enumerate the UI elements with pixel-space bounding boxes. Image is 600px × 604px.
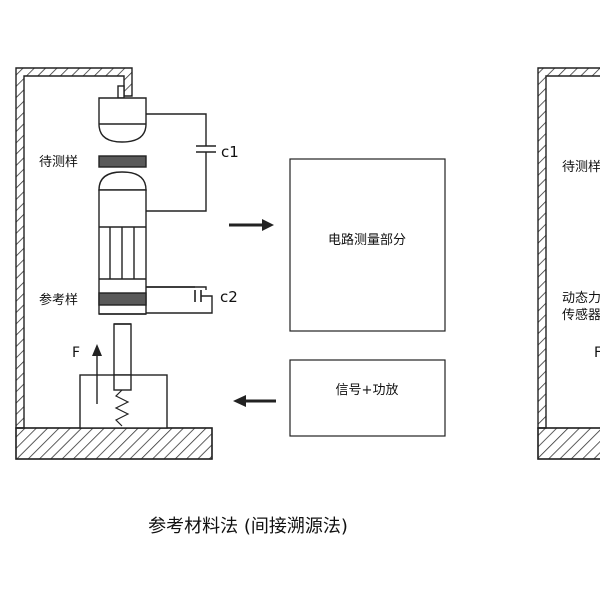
left-apparatus xyxy=(15,67,216,460)
label-c1: c1 xyxy=(221,143,239,161)
reference-sample-band xyxy=(98,292,147,306)
circuit-measurement-box xyxy=(289,158,446,332)
right-label-sample-under-test: 待测样 xyxy=(562,160,600,175)
label-sample-under-test: 待测样 xyxy=(39,155,78,170)
capacitor-c1 xyxy=(146,113,216,212)
spring xyxy=(114,389,130,427)
signal-amplifier-box xyxy=(289,359,446,437)
label-force-f: F xyxy=(72,345,80,361)
capacitor-c2 xyxy=(146,286,213,314)
right-apparatus-partial xyxy=(537,67,600,460)
right-frame-base xyxy=(537,427,600,460)
right-label-dynamic-line2: 传感器 xyxy=(562,307,600,323)
right-label-force-f: F xyxy=(594,345,600,361)
upper-head-neck xyxy=(117,85,125,99)
upper-head xyxy=(98,97,147,143)
circuit-measurement-label: 电路测量部分 xyxy=(328,232,406,248)
right-label-dynamic-line1: 动态力 xyxy=(562,291,600,306)
frame-base xyxy=(15,427,213,460)
lower-head-cap xyxy=(98,171,147,191)
arrow-to-circuit xyxy=(229,219,274,231)
sample-under-test-band xyxy=(98,155,147,168)
diagram-caption: 参考材料法 (间接溯源法) xyxy=(148,516,348,537)
label-reference-sample: 参考样 xyxy=(39,292,78,308)
label-c2: c2 xyxy=(220,288,238,306)
arrow-from-signal xyxy=(233,395,276,407)
right-frame-wall xyxy=(537,67,600,429)
signal-amplifier-label: 信号+功放 xyxy=(336,383,399,398)
